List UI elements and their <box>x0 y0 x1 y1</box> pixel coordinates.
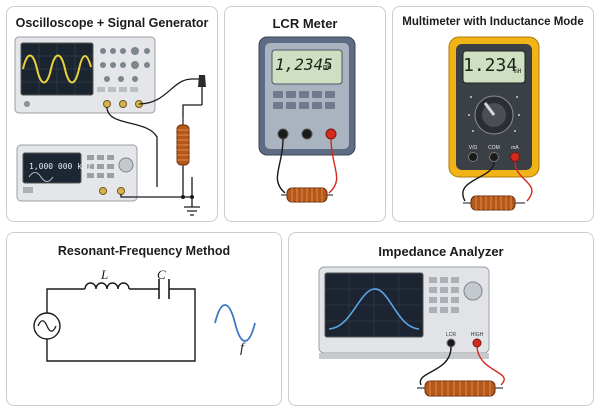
lcr-unit: mH <box>323 63 332 71</box>
inductor-coil-icon <box>281 187 333 203</box>
oscilloscope <box>14 36 156 114</box>
panel-title: Impedance Analyzer <box>378 244 504 259</box>
ac-source-icon <box>33 312 61 340</box>
circuit-wires <box>46 288 196 362</box>
ground-icon <box>184 206 200 216</box>
panel-resonant-frequency: Resonant-Frequency Method L C f <box>6 232 282 406</box>
scope-trace <box>22 54 92 84</box>
jack-label-v: V/Ω <box>468 145 478 151</box>
multimeter <box>448 36 540 178</box>
oscilloscope-setup-illustration <box>14 36 206 216</box>
panel-oscilloscope: Oscilloscope + Signal Generator <box>6 6 218 222</box>
lcr-meter-illustration <box>258 36 356 203</box>
lcr-reading: 1,2345 <box>275 55 333 74</box>
inductor-symbol-icon <box>84 282 130 290</box>
inductor-coil-icon <box>417 380 503 397</box>
panel-title: Oscilloscope + Signal Generator <box>15 16 209 30</box>
panel-title: Resonant-Frequency Method <box>57 244 231 258</box>
generator-display-text: 1,000 000 kHz <box>29 162 92 171</box>
inductor-label: L <box>101 267 109 282</box>
jack-label-lcr: LCR <box>445 332 456 338</box>
jack-label-high: HIGH <box>470 332 484 338</box>
test-leads <box>106 78 203 207</box>
probe-icon <box>198 75 206 87</box>
inductor-coil-icon <box>176 117 190 169</box>
inductor-coil-icon <box>463 195 525 211</box>
panel-title: LCR Meter <box>272 16 338 31</box>
panel-impedance-analyzer: Impedance Analyzer <box>288 232 594 406</box>
frequency-label: f <box>240 341 244 356</box>
sine-wave-icon <box>214 304 256 342</box>
capacitor-symbol-icon <box>158 279 170 299</box>
signal-generator <box>16 144 138 202</box>
impedance-curve <box>328 288 420 330</box>
panel-lcr-meter: LCR Meter 1,2345 mH <box>224 6 386 222</box>
capacitor-label: C <box>157 267 166 282</box>
multimeter-unit: mH <box>514 68 522 75</box>
panel-title: Multimeter with Inductance Mode <box>402 16 584 28</box>
impedance-analyzer-illustration <box>318 266 505 397</box>
multimeter-illustration <box>448 36 540 211</box>
multimeter-reading: 1.234 <box>463 55 518 76</box>
panel-multimeter: Multimeter with Inductance Mode <box>392 6 594 222</box>
impedance-analyzer <box>318 266 490 359</box>
jack-label-com: COM <box>488 145 500 151</box>
resonant-circuit-diagram <box>33 279 256 362</box>
lcr-meter <box>258 36 356 156</box>
jack-label-ma: mA <box>511 145 519 151</box>
